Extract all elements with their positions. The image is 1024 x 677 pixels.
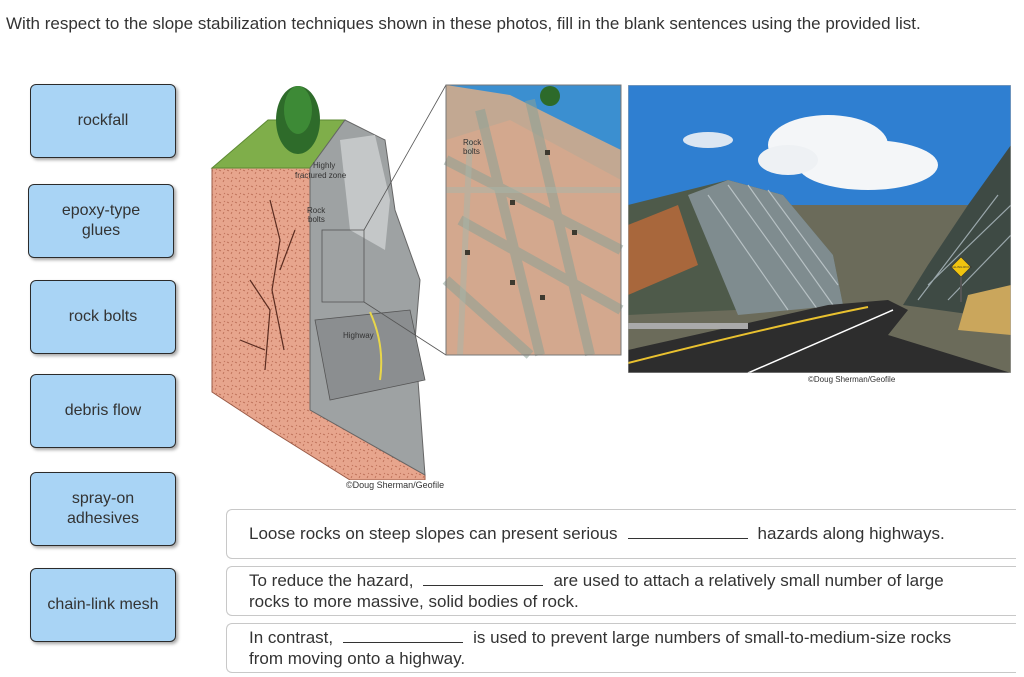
choice-debris-flow[interactable]: debris flow xyxy=(30,374,176,448)
left-figure-credit: ©Doug Sherman/Geofile xyxy=(346,480,445,490)
sentence-2-line2: rocks to more massive, solid bodies of r… xyxy=(249,592,579,611)
choice-rock-bolts[interactable]: rock bolts xyxy=(30,280,176,354)
sentence-3-before: In contrast, xyxy=(249,628,334,647)
inset-label-rock: Rock xyxy=(463,138,482,147)
choice-label: chain-link mesh xyxy=(47,596,159,613)
blank-1-drop-target[interactable] xyxy=(627,524,748,539)
question-text: With respect to the slope stabilization … xyxy=(6,14,921,33)
sentence-3: In contrast, is used to prevent large num… xyxy=(226,623,1016,673)
choice-spray-on-adhesives[interactable]: spray-on adhesives xyxy=(30,472,176,546)
choice-rockfall[interactable]: rockfall xyxy=(30,84,176,158)
sentence-1: Loose rocks on steep slopes can present … xyxy=(226,509,1016,559)
label-highway: Highway xyxy=(343,331,374,340)
right-figure-credit: ©Doug Sherman/Geofile xyxy=(808,375,896,384)
sentence-2-after: are used to attach a relatively small nu… xyxy=(553,571,944,590)
choice-label: rockfall xyxy=(77,112,129,129)
sentence-3-after: is used to prevent large numbers of smal… xyxy=(473,628,952,647)
choice-label: epoxy-type glues xyxy=(61,202,141,239)
choice-label: spray-on adhesives xyxy=(66,490,140,527)
label-highly: Highly xyxy=(313,161,335,170)
sentence-1-before: Loose rocks on steep slopes can present … xyxy=(249,524,618,543)
sentence-1-after: hazards along highways. xyxy=(757,524,945,543)
label-fractured-zone: fractured zone xyxy=(295,171,347,180)
falling-rock-sign: FALLING ROCK xyxy=(950,265,972,269)
label-bolts: bolts xyxy=(308,215,325,224)
blank-3-drop-target[interactable] xyxy=(343,628,464,643)
choice-epoxy-type-glues[interactable]: epoxy-type glues xyxy=(28,184,174,258)
sentence-2: To reduce the hazard, are used to attach … xyxy=(226,566,1016,616)
choice-label: debris flow xyxy=(64,402,142,419)
label-rock: Rock xyxy=(307,206,326,215)
choice-chain-link-mesh[interactable]: chain-link mesh xyxy=(30,568,176,642)
slope-cross-section-figure: Highly fractured zone Rock bolts Highway… xyxy=(210,84,624,480)
highway-chain-link-mesh-photo: FALLING ROCK xyxy=(628,85,1011,373)
choice-label: rock bolts xyxy=(68,308,138,325)
inset-label-bolts: bolts xyxy=(463,147,480,156)
sentence-2-before: To reduce the hazard, xyxy=(249,571,414,590)
sentence-3-line2: from moving onto a highway. xyxy=(249,649,466,668)
blank-2-drop-target[interactable] xyxy=(423,571,544,586)
